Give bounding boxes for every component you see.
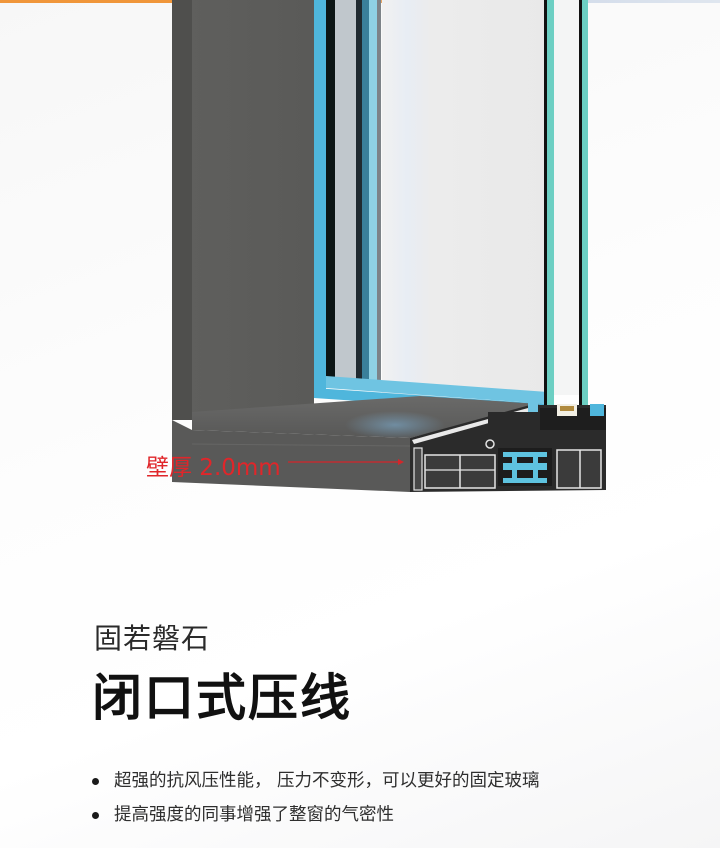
profile-cross-section (410, 400, 606, 492)
bullet-icon (92, 812, 99, 819)
feature-list: 超强的抗风压性能， 压力不变形，可以更好的固定玻璃 提高强度的同事增强了整窗的气… (92, 768, 540, 836)
section-subtitle: 固若磐石 (94, 622, 211, 655)
feature-item: 超强的抗风压性能， 压力不变形，可以更好的固定玻璃 (92, 768, 540, 802)
feature-text: 提高强度的同事增强了整窗的气密性 (114, 805, 394, 825)
feature-item: 提高强度的同事增强了整窗的气密性 (92, 802, 540, 836)
feature-text: 超强的抗风压性能， 压力不变形，可以更好的固定玻璃 (114, 771, 540, 791)
window-profile-illustration (172, 0, 606, 492)
wall-thickness-caption: 壁厚 2.0mm (146, 455, 281, 481)
bullet-icon (92, 778, 99, 785)
section-title: 闭口式压线 (92, 669, 352, 727)
